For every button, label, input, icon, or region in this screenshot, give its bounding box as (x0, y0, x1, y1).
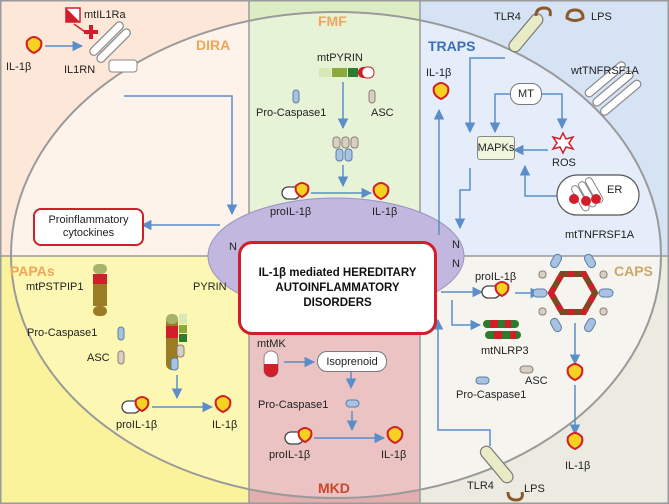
proinflammatory-box: Proinflammatory cytockines (33, 208, 144, 246)
traps-lps-label: LPS (591, 11, 612, 23)
mkd-title: MKD (318, 480, 350, 496)
fmf-mtpyrin-label: mtPYRIN (317, 52, 363, 64)
traps-il1b-label: IL-1β (426, 67, 452, 79)
caps-il1b-label: IL-1β (565, 460, 591, 472)
papas-graphics (93, 264, 248, 414)
caps-mtnlrp3-label: mtNLRP3 (481, 345, 529, 357)
caps-tlr4-label: TLR4 (467, 480, 494, 492)
mkd-isoprenoid-node: Isoprenoid (317, 351, 387, 372)
nucleus-n-right-upper: N (452, 239, 460, 251)
caps-procaspase-label: Pro-Caspase1 (456, 389, 527, 401)
mkd-mtmk-label: mtMK (257, 338, 286, 350)
dira-il1rn-label: IL1RN (64, 64, 96, 76)
fmf-procaspase-label: Pro-Caspase1 (256, 107, 327, 119)
dira-title: DIRA (196, 37, 231, 53)
papas-proil-label: proIL-1β (116, 419, 158, 431)
dira-il1b-label: IL-1β (6, 61, 32, 73)
traps-mt-node: MT (510, 83, 542, 105)
traps-mapks-node: MAPKs (477, 136, 515, 160)
center-line1: IL-1β mediated HEREDITARY (258, 266, 417, 279)
proinflammatory-line1: Proinflammatory (48, 214, 129, 226)
nucleus-n-left: N (229, 241, 237, 253)
caps-asc-label: ASC (525, 375, 548, 387)
traps-ros-label: ROS (552, 157, 576, 169)
traps-tlr4-label: TLR4 (494, 11, 521, 23)
caps-title: CAPS (614, 263, 653, 279)
traps-er-label: ER (607, 184, 623, 196)
fmf-il1b-label: IL-1β (372, 206, 398, 218)
papas-mtpstpip-label: mtPSTPIP1 (26, 281, 84, 293)
mkd-graphics (263, 350, 404, 445)
center-title-box: IL-1β mediated HEREDITARY AUTOINFLAMMATO… (238, 241, 437, 335)
proinflammatory-line2: cytockines (62, 227, 115, 239)
nucleus-n-right-lower: N (452, 258, 460, 270)
center-line3: DISORDERS (303, 296, 372, 309)
caps-lps-label: LPS (524, 483, 545, 495)
papas-il1b-label: IL-1β (212, 419, 238, 431)
center-line2: AUTOINFLAMMATORY (275, 281, 400, 294)
fmf-graphics (281, 66, 390, 201)
fmf-asc-label: ASC (371, 107, 394, 119)
fmf-title: FMF (318, 13, 347, 29)
traps-title: TRAPS (428, 38, 476, 54)
cell-membrane (10, 11, 662, 499)
mkd-procaspase-label: Pro-Caspase1 (258, 399, 329, 411)
papas-title: PAPAs (10, 263, 55, 279)
fmf-proil-label: proIL-1β (270, 206, 312, 218)
papas-asc-label: ASC (87, 352, 110, 364)
traps-graphics (432, 6, 642, 235)
caps-graphics (432, 253, 614, 502)
traps-mttnf-label: mtTNFRSF1A (565, 229, 635, 241)
papas-pyrin-label: PYRIN (193, 281, 227, 293)
dira-mtil1ra-label: mtIL1Ra (84, 9, 126, 21)
papas-procaspase-label: Pro-Caspase1 (27, 327, 98, 339)
dira-graphics (25, 7, 238, 231)
mkd-il1b-label: IL-1β (381, 449, 407, 461)
mkd-proil-label: proIL-1β (269, 449, 311, 461)
caps-proil-label: proIL-1β (475, 271, 517, 283)
traps-wt-label: wtTNFRSF1A (571, 65, 639, 77)
